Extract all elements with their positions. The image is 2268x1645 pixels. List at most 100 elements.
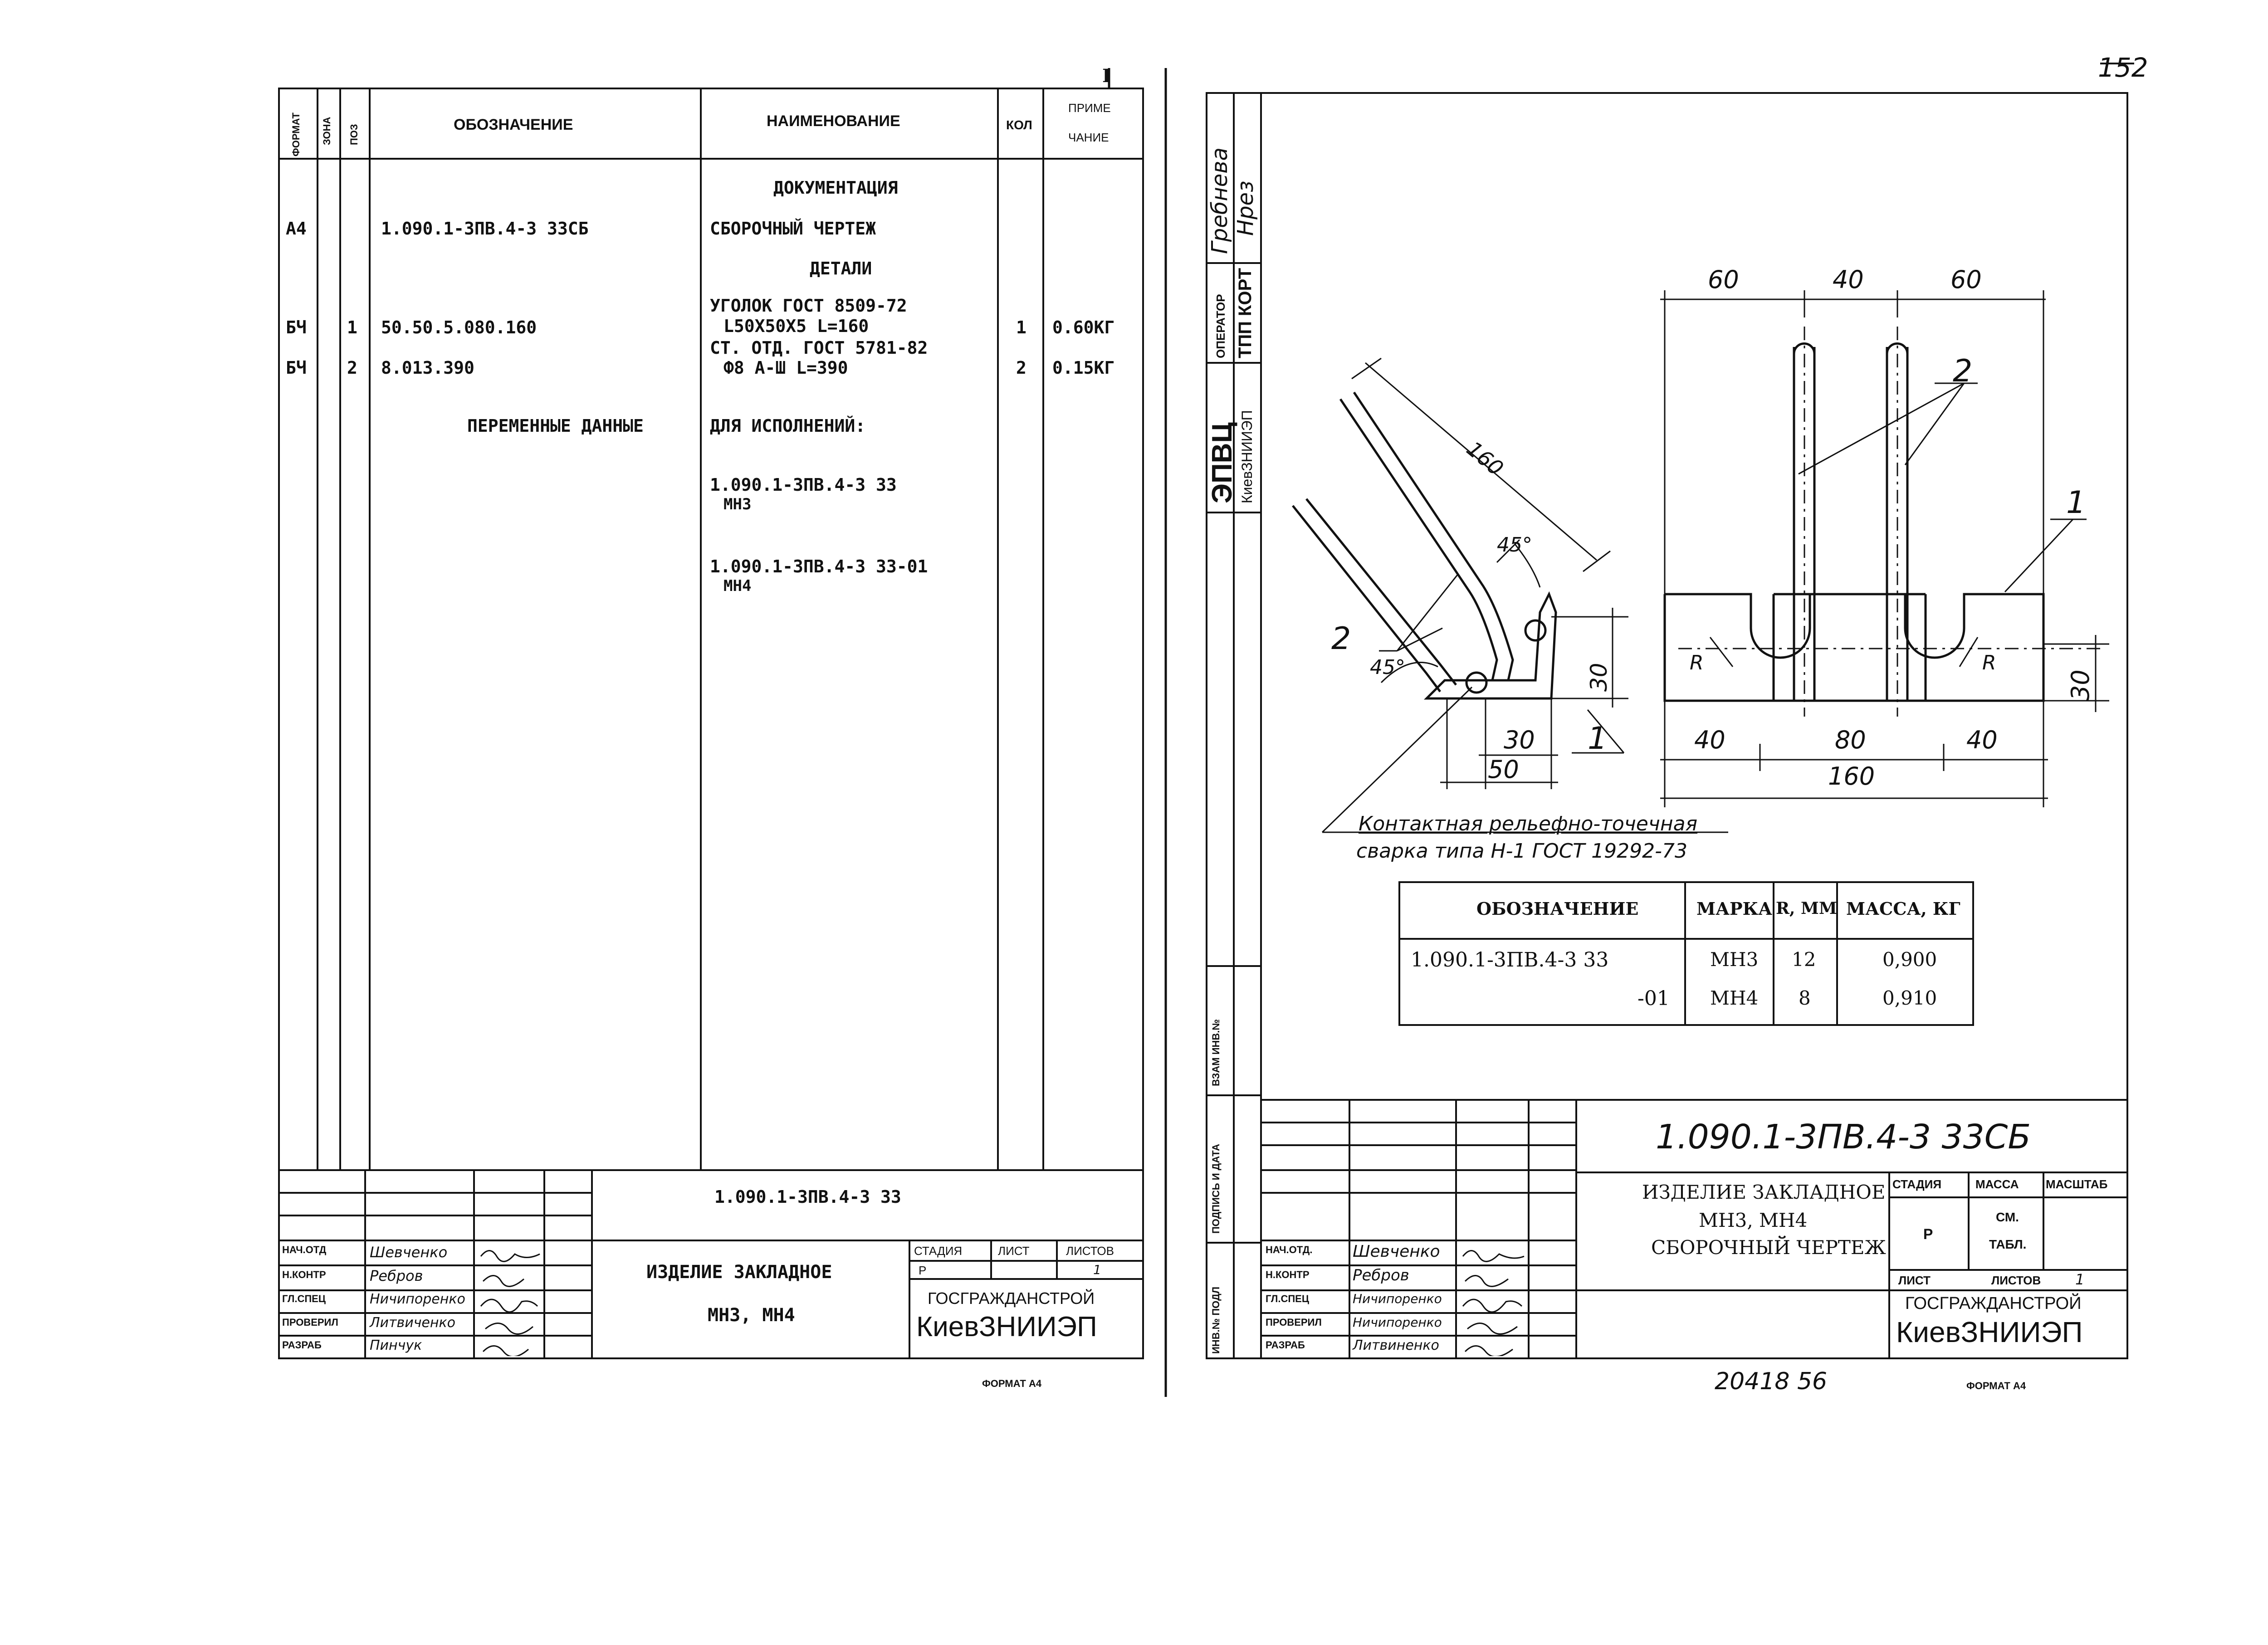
mark-table-r1-designation: 1.090.1-3ПВ.4-3 33 [1411,948,1609,971]
side-view-dimensions [1321,357,1728,833]
right-sheet-header: ЛИСТ [1898,1274,1931,1287]
side-kiev: КиевЗНИИЭП [1239,410,1255,503]
mark-table-r2-mark: МН4 [1710,987,1759,1009]
side-name-1: Гребнева [1207,147,1232,254]
mark-table-r1-mark: МН3 [1710,948,1759,971]
right-sheets-header: ЛИСТОВ [1991,1274,2041,1287]
side-epvc: ЭПВЦ [1207,422,1238,503]
mark-table-r2-r: 8 [1799,987,1811,1009]
left-name-4: Пинчук [370,1337,422,1353]
dim-side-30-vertical: 30 [1586,663,1612,692]
weld-note-2: сварка типа Н-1 ГОСТ 19292-73 [1356,840,1687,863]
left-title-doc-code: 1.090.1-3ПВ.4-3 33 [714,1187,901,1207]
page-number: 152 [2098,52,2148,83]
angle-45-top: 45° [1497,533,1532,556]
row3-note: 0.15КГ [1052,358,1115,378]
left-sheet-header: ЛИСТ [998,1244,1030,1258]
row1-format: А4 [286,219,307,239]
dim-height-30: 30 [2066,669,2095,701]
left-role-2: ГЛ.СПЕЦ [282,1293,326,1304]
left-name-3: Литвиченко [370,1315,455,1331]
right-mass-2: ТАБЛ. [1989,1237,2027,1251]
version2-code: 1.090.1-3ПВ.4-3 33-01 [710,556,928,576]
header-name: НАИМЕНОВАНИЕ [767,112,900,130]
header-qty: КОЛ [1006,118,1032,132]
right-scale-header: МАСШТАБ [2046,1177,2108,1191]
right-org-1: ГОСГРАЖДАНСТРОЙ [1905,1294,2082,1313]
left-stage-header: СТАДИЯ [914,1244,963,1258]
row2-designation: 50.50.5.080.160 [381,317,537,337]
header-zone: ЗОНА [321,117,332,145]
header-designation: ОБОЗНАЧЕНИЕ [454,116,573,133]
left-role-1: Н.КОНТР [282,1269,326,1280]
side-view [1292,391,1557,700]
dim-top-40: 40 [1833,265,1864,294]
left-sheets: 1 [1093,1262,1101,1277]
left-signatures [480,1250,540,1356]
row2-name-2: L50X50X5 L=160 [723,316,869,336]
row1-designation: 1.090.1-3ПВ.4-3 33СБ [381,219,589,239]
mark-table-r1-r: 12 [1792,948,1816,971]
row2-note: 0.60КГ [1052,317,1115,337]
dim-side-30: 30 [1504,726,1535,754]
right-role-4: РАЗРАБ [1266,1339,1305,1351]
side-inv: ИНВ.№ ПОДЛ [1210,1286,1222,1354]
row3-designation: 8.013.390 [381,358,474,378]
right-org-2: КиевЗНИИЭП [1896,1316,2083,1348]
right-stage: Р [1923,1226,1933,1242]
dim-bottom-80: 80 [1835,726,1866,754]
right-role-3: ПРОВЕРИЛ [1266,1317,1322,1328]
left-role-4: РАЗРАБ [282,1339,322,1351]
left-org-1: ГОСГРАЖДАНСТРОЙ [928,1289,1095,1308]
left-org-2: КиевЗНИИЭП [916,1311,1097,1342]
dim-top-60-left: 60 [1708,265,1739,294]
right-name-4: Литвиненко [1353,1337,1439,1353]
left-stage: Р [919,1264,927,1277]
front-view-dimensions [1660,290,2109,807]
dim-bottom-40-left: 40 [1694,726,1725,754]
left-name-2: Ничипоренко [370,1291,465,1307]
radius-label-left: R [1690,651,1704,674]
header-note-2: ЧАНИЕ [1068,131,1109,144]
left-sheet-frame [278,88,1144,1359]
front-view-centerlines [1678,327,2100,717]
right-title-1: ИЗДЕЛИЕ ЗАКЛАДНОЕ [1642,1181,1886,1203]
dim-total-160: 160 [1828,762,1875,791]
mark-table-header-r: R, ММ [1776,899,1837,918]
callout-2-side: 2 [1331,621,1351,657]
for-versions-label: ДЛЯ ИСПОЛНЕНИЙ: [710,416,866,436]
left-title-2: МН3, МН4 [708,1305,795,1326]
mark-table-frame [1398,881,1974,1026]
side-operator: ОПЕРАТОР [1214,294,1227,358]
side-podpis: ПОДПИСЬ И ДАТА [1210,1143,1222,1234]
mark-table-r2-designation: -01 [1637,987,1670,1010]
dim-top-60-right: 60 [1950,265,1982,294]
right-role-1: Н.КОНТР [1266,1269,1310,1280]
row3-name-1: СТ. ОТД. ГОСТ 5781-82 [710,338,928,358]
right-format-label: ФОРМАТ А4 [1966,1380,2026,1391]
right-stage-header: СТАДИЯ [1892,1177,1942,1191]
front-view [1663,342,2045,702]
row3-pos: 2 [347,358,357,378]
left-format-label: ФОРМАТ А4 [982,1378,1042,1389]
top-mark: I [1102,65,1111,87]
right-title-3: СБОРОЧНЫЙ ЧЕРТЕЖ [1651,1236,1886,1259]
mark-table-header-mark: МАРКА [1696,898,1773,919]
row3-qty: 2 [1016,358,1026,378]
dim-side-50: 50 [1488,755,1519,784]
right-mass-header: МАССА [1975,1177,2019,1191]
right-name-2: Ничипоренко [1353,1291,1442,1306]
section-details: ДЕТАЛИ [810,259,872,278]
radius-label-right: R [1982,651,1996,674]
left-sheets-header: ЛИСТОВ [1066,1244,1114,1258]
left-role-0: НАЧ.ОТД [282,1244,327,1255]
callout-1-front: 1 [2066,485,2086,521]
mark-table-header-designation: ОБОЗНАЧЕНИЕ [1476,898,1639,919]
row3-format: БЧ [286,358,307,378]
row2-qty: 1 [1016,317,1026,337]
header-note-1: ПРИМЕ [1068,101,1111,115]
left-role-3: ПРОВЕРИЛ [282,1317,338,1328]
header-pos: ПОЗ [348,124,360,145]
left-name-1: Ребров [370,1267,423,1284]
mark-table-r2-mass: 0,910 [1882,987,1937,1009]
